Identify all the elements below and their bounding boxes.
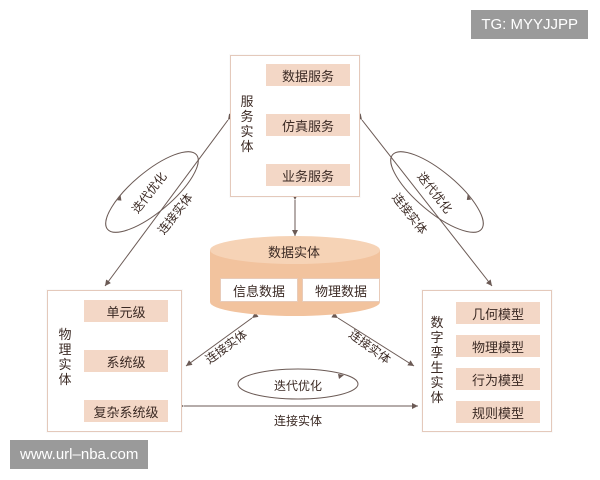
watermark-bottom: www.url–nba.com: [10, 440, 149, 469]
iterate-cycle-left: [105, 151, 199, 233]
physical-item-complex-system: 复杂系统级: [84, 400, 168, 422]
label-connect-bottom: 连接实体: [274, 414, 323, 428]
physical-entity-label: 物理实体: [58, 328, 72, 388]
physical-item-unit: 单元级: [84, 300, 168, 322]
label-iterate-bottom: 迭代优化: [274, 379, 323, 393]
twin-entity-label: 数字孪生实体: [430, 316, 444, 406]
service-item-data: 数据服务: [266, 64, 350, 86]
data-entity-title: 数据实体: [268, 246, 321, 261]
iterate-cycle-right: [390, 151, 484, 233]
twin-item-physics: 物理模型: [456, 335, 540, 357]
twin-item-geometry: 几何模型: [456, 302, 540, 324]
data-item-physical: 物理数据: [302, 278, 380, 302]
arrow-data-physical: [185, 312, 259, 367]
arrow-service-twin: [355, 113, 493, 287]
service-item-simulation: 仿真服务: [266, 114, 350, 136]
twin-item-rule: 规则模型: [456, 401, 540, 423]
iterate-cycle-bottom: [237, 368, 359, 400]
service-entity-label: 服务实体: [240, 95, 254, 155]
service-item-business: 业务服务: [266, 164, 350, 186]
watermark-top: TG: MYYJJPP: [471, 10, 588, 39]
physical-item-system: 系统级: [84, 350, 168, 372]
twin-item-behavior: 行为模型: [456, 368, 540, 390]
arrow-service-physical: [104, 113, 234, 287]
data-item-information: 信息数据: [220, 278, 298, 302]
arrow-data-twin: [331, 312, 415, 367]
